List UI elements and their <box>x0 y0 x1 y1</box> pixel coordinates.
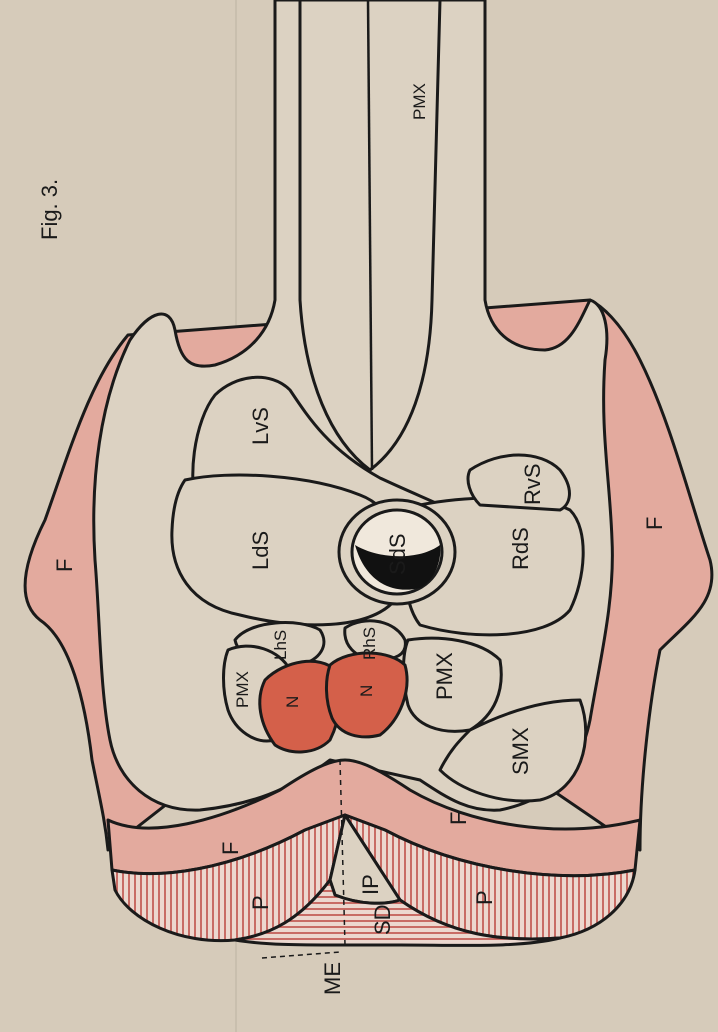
label-rds: RdS <box>508 527 533 570</box>
label-pmx-left: PMX <box>233 671 252 708</box>
label-pmx-right: PMX <box>432 652 457 700</box>
label-lvs: LvS <box>248 407 273 445</box>
label-rvs: RvS <box>520 463 545 505</box>
label-n-left: N <box>283 696 302 708</box>
label-f-top: F <box>52 559 77 572</box>
label-me: ME <box>320 962 345 995</box>
label-n-right: N <box>357 685 376 697</box>
label-lhs: LhS <box>271 630 290 660</box>
label-smx: SMX <box>508 727 533 775</box>
label-f-lower: F <box>446 812 471 825</box>
label-pmx-top: PMX <box>410 83 429 120</box>
figure-caption: Fig. 3. <box>37 179 62 240</box>
label-rhs: RhS <box>360 627 379 660</box>
label-p-right: P <box>472 890 497 905</box>
label-sd: SD <box>370 904 395 935</box>
label-f-bottom: F <box>642 517 667 530</box>
label-f-mid: F <box>218 842 243 855</box>
label-sds: SdS <box>385 533 410 575</box>
label-lds: LdS <box>248 531 273 570</box>
label-p-left: P <box>248 895 273 910</box>
label-ip: IP <box>358 874 383 895</box>
